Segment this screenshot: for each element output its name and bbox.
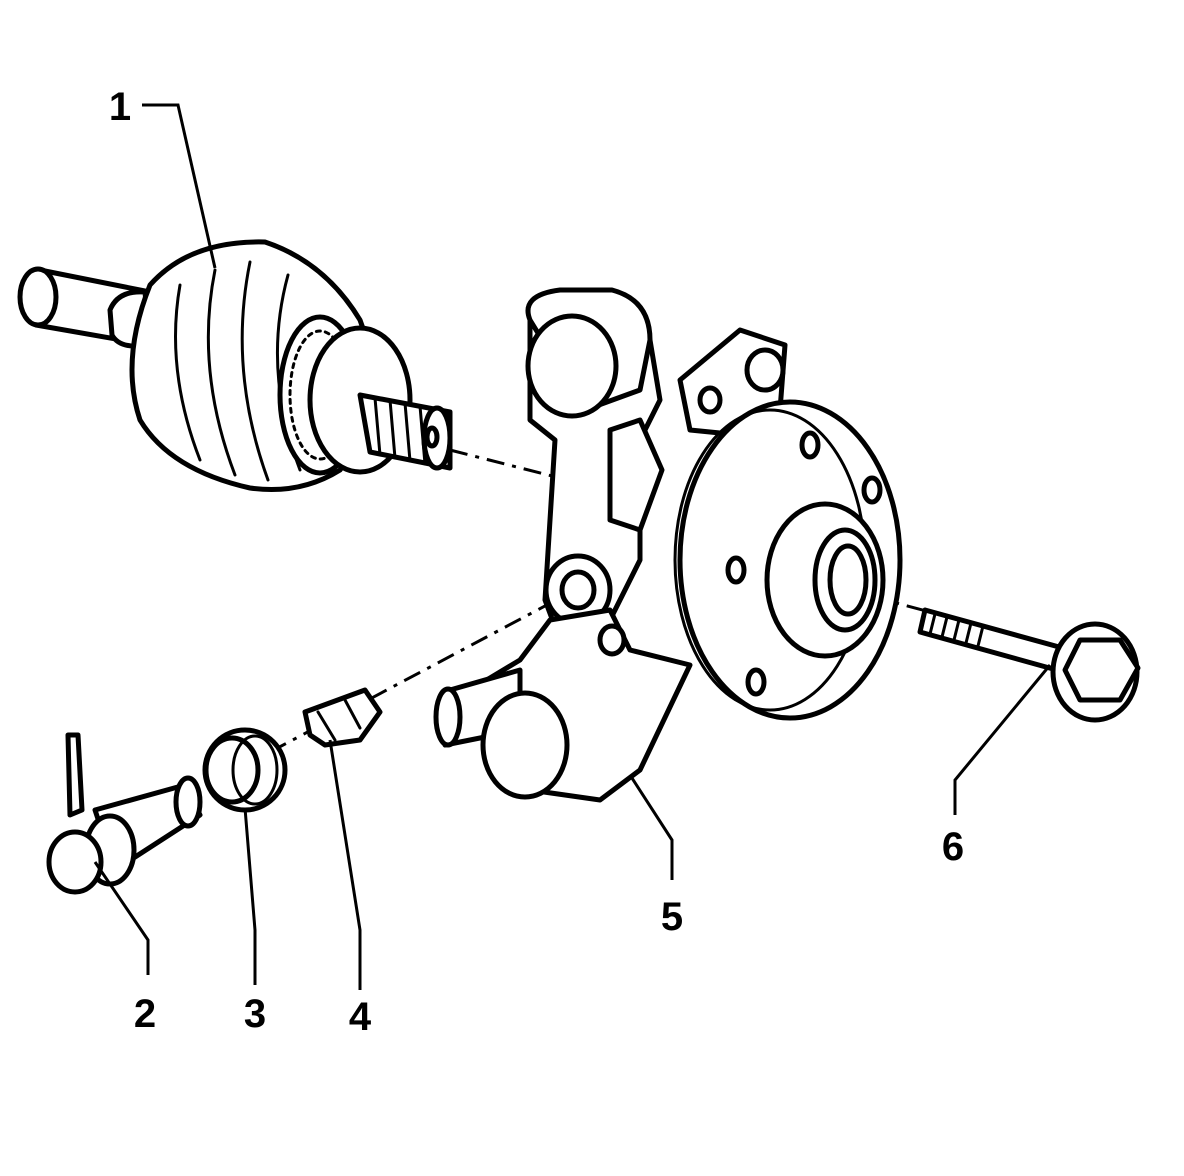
- wheel-bearing-housing: [433, 287, 903, 803]
- drive-shaft-cv-joint: [17, 239, 453, 493]
- callout-labels: 1 2 3 4 5 6: [109, 85, 964, 1039]
- callout-5: 5: [661, 895, 683, 939]
- leader-6: [953, 664, 1052, 815]
- leader-4: [328, 739, 362, 990]
- leader-lines: [93, 103, 1052, 990]
- leader-2: [93, 861, 150, 975]
- callout-3: 3: [244, 992, 266, 1036]
- seal-ring: [202, 727, 288, 813]
- leader-3: [243, 807, 257, 985]
- hex-bolt: [917, 607, 1141, 723]
- leader-5: [628, 774, 674, 880]
- clamp-clip: [302, 687, 383, 748]
- ball-joint-pin: [46, 732, 203, 895]
- callout-2: 2: [134, 992, 156, 1036]
- leader-1: [142, 103, 217, 269]
- callout-1: 1: [109, 85, 131, 129]
- callout-4: 4: [349, 995, 372, 1039]
- callout-6: 6: [942, 825, 964, 869]
